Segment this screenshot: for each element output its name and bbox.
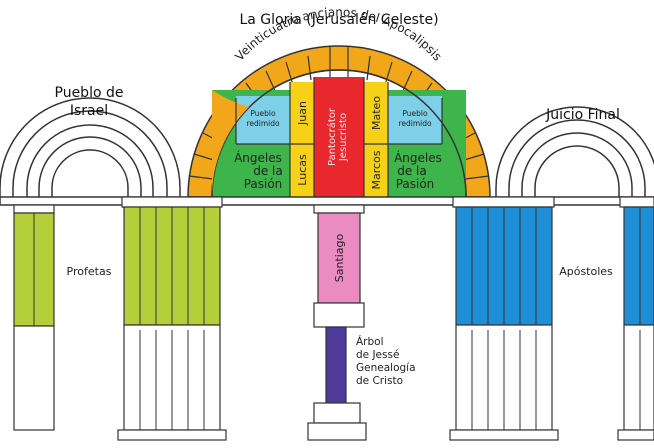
pueblo-left-line1: Pueblo [250,109,276,118]
left-arch-label-line2: Israel [70,103,108,119]
right-archivolt [495,106,654,197]
angeles-left-line2: de la [253,164,283,178]
pueblo-redimido-right-panel [388,96,442,144]
left-archivolt [0,97,181,197]
pantocrator-line2: Jesucristo [338,113,349,162]
santiago-label: Santiago [333,233,346,282]
central-arch [187,45,491,198]
pueblo-right-line1: Pueblo [402,109,428,118]
mateo-label: Mateo [370,96,383,130]
left-jamb-columns [13,196,227,441]
jesse-line2: de Jessé [356,349,399,361]
right-jamb-columns [449,196,654,441]
angeles-right-line1: Ángeles [394,150,442,165]
pueblo-redimido-left-panel [236,96,290,144]
juan-label: Juan [296,101,309,126]
jesse-line4: de Cristo [356,375,403,387]
santiago-column [317,212,361,304]
angeles-left-line3: Pasión [244,177,283,191]
left-arch-label-line1: Pueblo de [55,85,124,101]
angeles-right-line2: de la [397,164,427,178]
trumeau [307,204,367,441]
pueblo-left-line2: redimido [246,119,280,128]
juan-panel [290,82,314,144]
marcos-label: Marcos [370,150,383,189]
lucas-label: Lucas [296,154,309,186]
profetas-label: Profetas [67,265,112,278]
pueblo-right-line2: redimido [398,119,432,128]
tympanum-dividers [235,77,443,197]
lucas-panel [290,144,314,197]
right-arch-label: Juicio Final [545,107,620,123]
pantocrator-line1: Pantocrátor [326,107,338,166]
angeles-right-line3: Pasión [396,177,435,191]
pantocrator-panel [314,77,364,197]
apostoles-label: Apóstoles [559,265,613,278]
jesse-line3: Genealogía [356,362,416,374]
page-title: La Gloria (Jerusalén Celeste) [239,12,438,28]
jesse-tree-column [325,326,347,404]
jesse-line1: Árbol [356,335,384,348]
marcos-panel [364,144,388,197]
angeles-left-line1: Ángeles [234,150,282,165]
lintel [0,196,654,206]
mateo-panel [364,82,388,144]
